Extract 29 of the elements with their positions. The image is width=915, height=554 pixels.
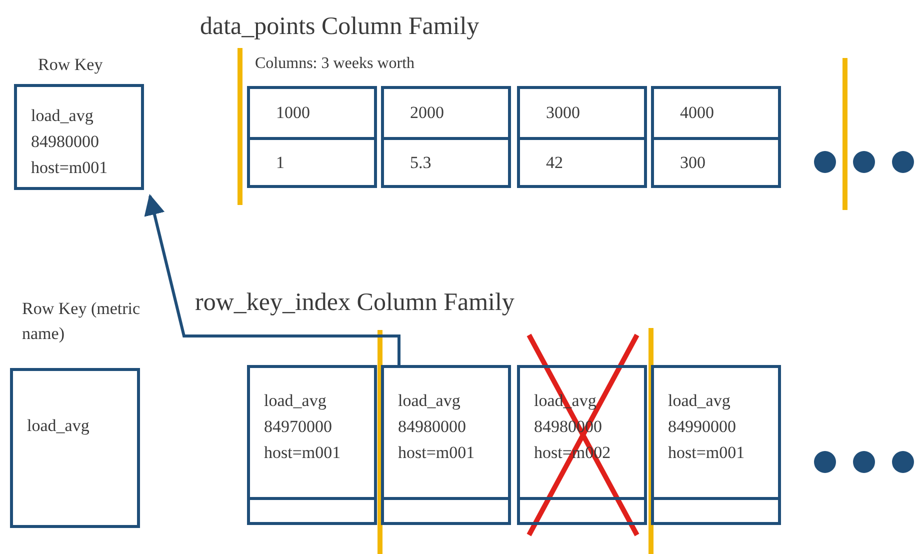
column-heading: Columns: 3 weeks worth	[255, 54, 416, 74]
section-title: data_points Column Family	[200, 12, 480, 42]
section-title: row_key_index Column Family	[195, 288, 516, 318]
cell-text: load_avg 84970000 host=m001	[263, 390, 342, 464]
cell-text: 300	[679, 152, 706, 174]
column-box	[381, 365, 511, 525]
cell-text: 5.3	[409, 152, 432, 174]
cell-text: 1	[275, 152, 286, 174]
column-box	[517, 365, 647, 525]
column-box	[651, 86, 781, 188]
column-box	[651, 365, 781, 525]
column-box	[247, 86, 377, 188]
cell-text: 42	[545, 152, 564, 174]
column-heading: Row Key	[38, 54, 104, 76]
row-key-box	[14, 84, 144, 190]
column-heading: Row Key (metric name)	[22, 298, 142, 345]
column-box	[517, 86, 647, 188]
cell-text: load_avg 84980000 host=m001	[397, 390, 476, 464]
arrow	[144, 194, 400, 365]
cell-text: load_avg 84990000 host=m001	[667, 390, 746, 464]
column-box	[247, 365, 377, 525]
cell-text: 4000	[679, 102, 715, 124]
cell-text: 2000	[409, 102, 445, 124]
column-box	[381, 86, 511, 188]
cell-text: load_avg 84980000 host=m001	[30, 105, 109, 179]
cell-text: 3000	[545, 102, 581, 124]
cell-text: 1000	[275, 102, 311, 124]
cell-text: load_avg	[26, 415, 90, 437]
row-key-box	[10, 368, 140, 528]
